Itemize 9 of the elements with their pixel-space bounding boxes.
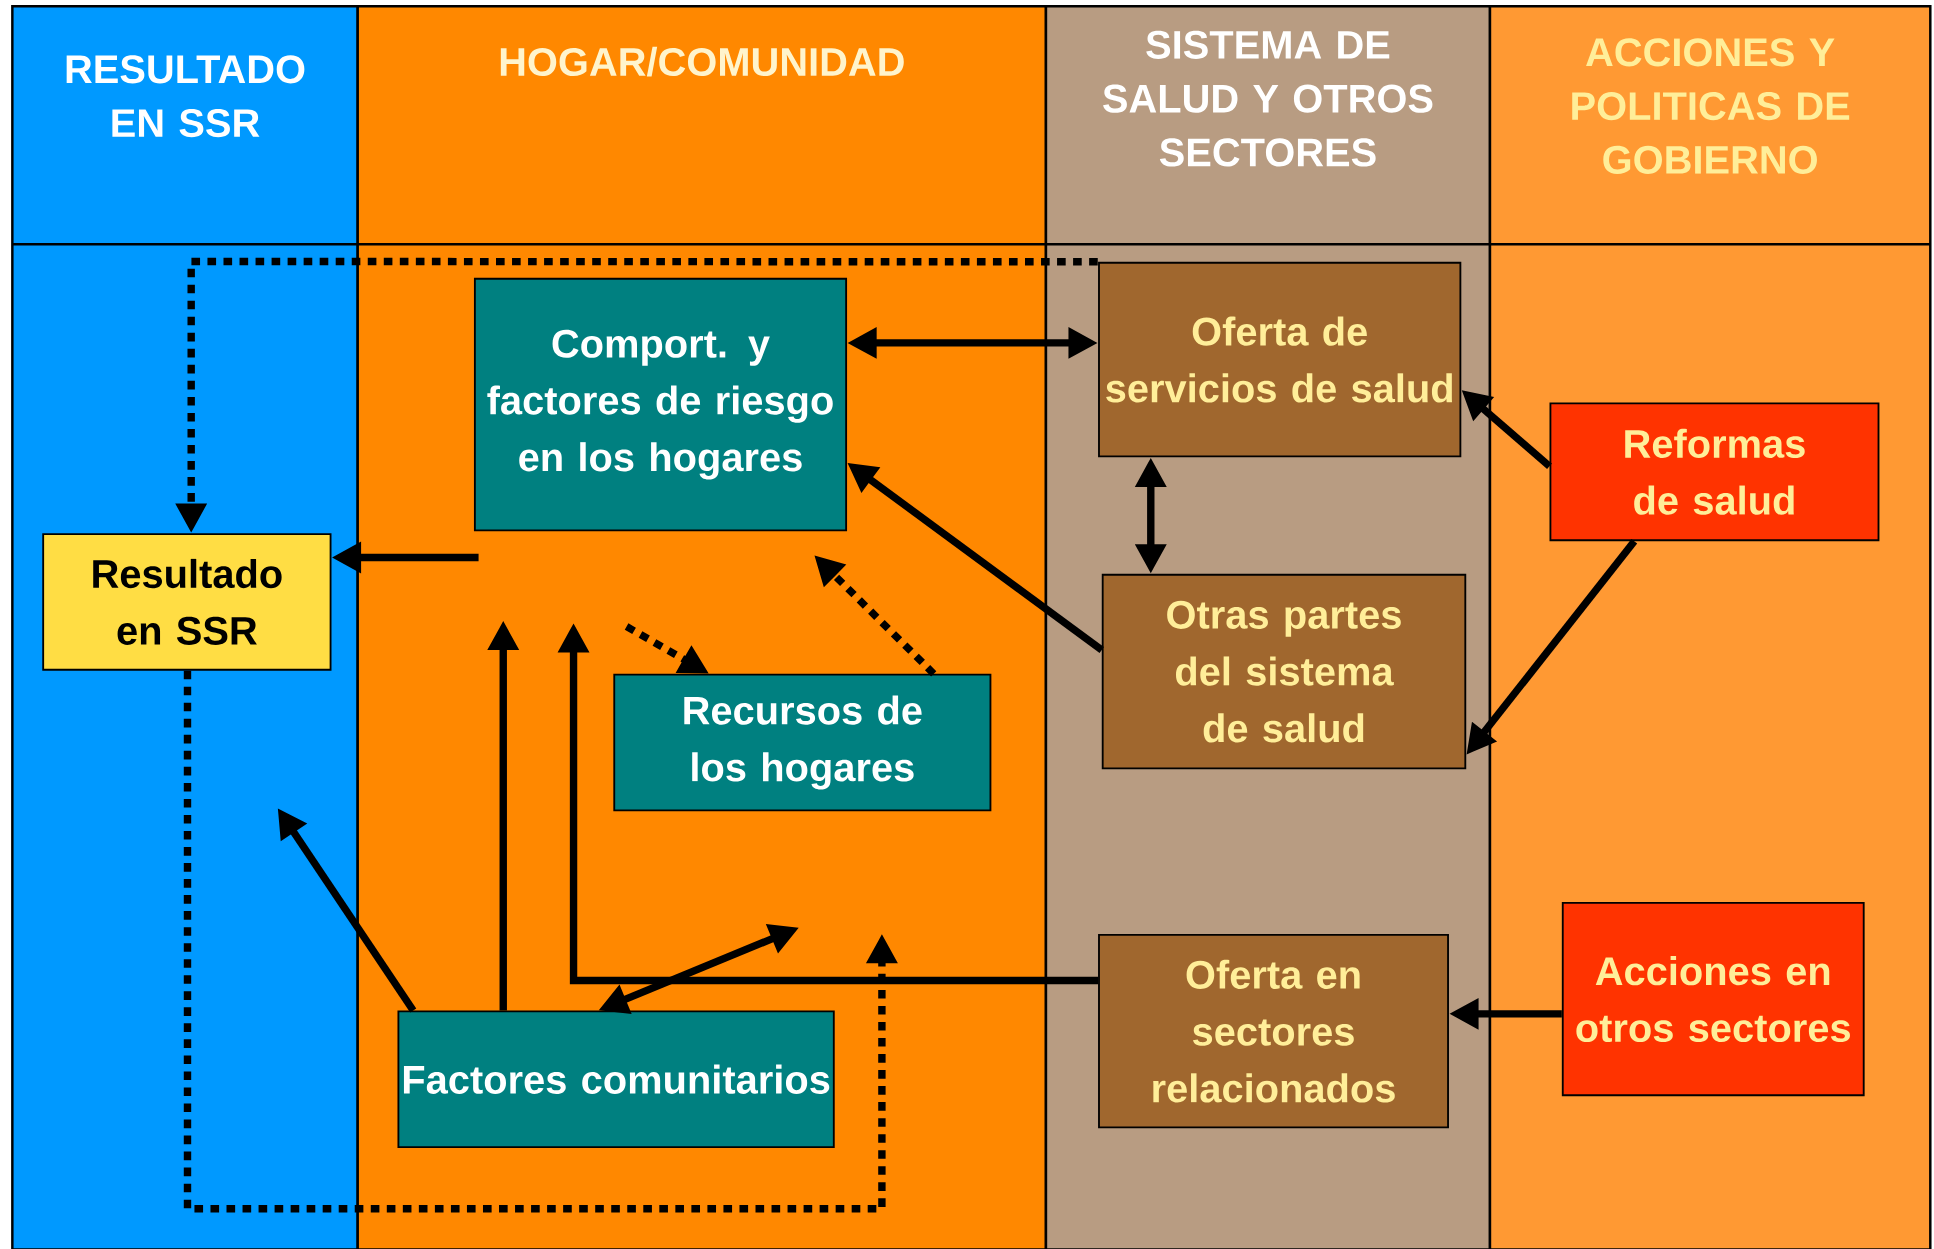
process-box: Otras partes del sistema de salud — [1101, 573, 1467, 770]
process-box: Resultado en SSR — [42, 532, 332, 671]
process-box: Acciones en otros sectores — [1561, 901, 1865, 1096]
process-box: Oferta en sectores relacionados — [1098, 933, 1449, 1129]
process-box: Reformas de salud — [1549, 402, 1880, 541]
process-box: Comport. y factores de riesgo en los hogares — [473, 277, 848, 532]
process-box: Oferta de servicios de salud — [1098, 261, 1462, 458]
process-box: Recursos de los hogares — [613, 673, 992, 812]
process-box: Factores comunitarios — [397, 1010, 835, 1148]
